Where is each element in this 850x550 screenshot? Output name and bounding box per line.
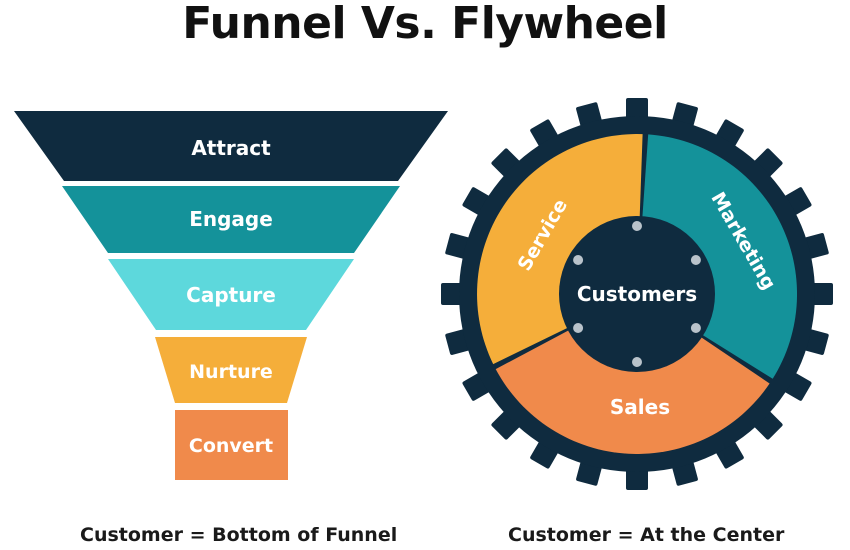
hub-bolt [573, 323, 584, 333]
hub-bolt [573, 255, 584, 265]
funnel-caption: Customer = Bottom of Funnel [80, 524, 398, 546]
hub-bolt [690, 323, 701, 333]
funnel-stage-capture [108, 259, 354, 330]
funnel-stage-convert [175, 410, 288, 480]
funnel-label-convert: Convert [189, 435, 273, 457]
flywheel: Customers Marketing Sales Service [441, 98, 833, 490]
hub-bolt [690, 255, 701, 265]
funnel-label-engage: Engage [189, 207, 273, 231]
funnel: Attract Engage Capture Nurture Convert [14, 111, 448, 480]
flywheel-segment-sales [495, 294, 770, 454]
flywheel-center-label: Customers [577, 282, 697, 306]
funnel-label-capture: Capture [186, 283, 276, 307]
flywheel-caption: Customer = At the Center [508, 524, 785, 546]
funnel-stage-nurture [155, 337, 307, 403]
flywheel-hub [559, 216, 715, 372]
hub-bolt [632, 357, 642, 367]
hub-bolt [632, 221, 642, 231]
funnel-stage-attract [14, 111, 448, 181]
funnel-label-attract: Attract [191, 136, 271, 160]
funnel-stage-engage [62, 186, 400, 253]
funnel-label-nurture: Nurture [189, 361, 273, 383]
hub-bolts [573, 221, 701, 367]
page-title: Funnel Vs. Flywheel [182, 0, 668, 49]
flywheel-label-sales: Sales [610, 395, 670, 419]
